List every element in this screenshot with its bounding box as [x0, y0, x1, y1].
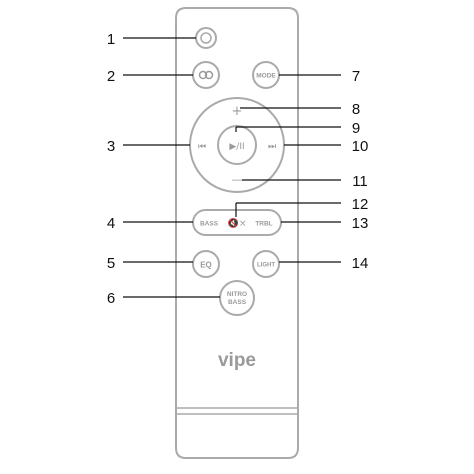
callout-5: 5	[107, 255, 115, 272]
light-label: LIGHT	[257, 263, 275, 269]
callout-11: 11	[352, 173, 368, 190]
callout-7: 7	[352, 68, 360, 85]
previous-track-button[interactable]: ⏮	[198, 142, 206, 152]
callout-3: 3	[107, 138, 115, 155]
bluetooth-button[interactable]	[192, 61, 220, 89]
play-pause-icon: ▶/II	[229, 142, 244, 152]
callout-9: 9	[352, 120, 360, 137]
link-icon	[198, 70, 214, 80]
callout-1: 1	[107, 31, 115, 48]
mute-button[interactable]: 🔇×	[228, 217, 247, 229]
nitro-bass-label: BASS	[228, 299, 247, 306]
mode-label: MODE	[256, 73, 276, 80]
eq-button[interactable]: EQ	[192, 250, 220, 278]
callout-8: 8	[352, 101, 360, 118]
callout-12: 12	[352, 196, 369, 213]
treble-button[interactable]: TRBL	[255, 221, 272, 228]
nitro-label: NITRO	[227, 291, 247, 298]
eq-label: EQ	[200, 261, 212, 270]
callout-4: 4	[107, 215, 115, 232]
brand-logo: vipe	[218, 350, 256, 371]
volume-up-button[interactable]: +	[232, 104, 243, 119]
play-pause-button[interactable]: ▶/II	[217, 125, 257, 165]
mode-button[interactable]: MODE	[252, 61, 280, 89]
callout-lines	[123, 37, 341, 298]
nitro-bass-button[interactable]: NITRO BASS	[219, 280, 255, 316]
callout-10: 10	[352, 138, 369, 155]
next-track-button[interactable]: ⏭	[268, 142, 276, 152]
callout-2: 2	[107, 68, 115, 85]
volume-down-button[interactable]: —	[232, 173, 243, 186]
callout-14: 14	[352, 255, 369, 272]
power-button[interactable]	[195, 27, 217, 49]
callout-6: 6	[107, 290, 115, 307]
bass-button[interactable]: BASS	[200, 221, 219, 228]
callout-13: 13	[352, 215, 369, 232]
light-button[interactable]: LIGHT	[252, 250, 280, 278]
